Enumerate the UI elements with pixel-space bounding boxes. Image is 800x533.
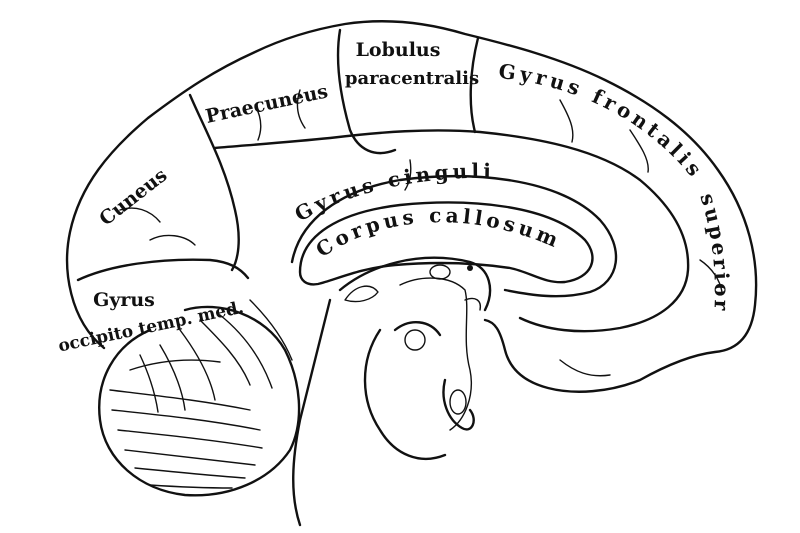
midbrain-tectum: [393, 321, 442, 337]
anterior-commissure: [464, 297, 482, 311]
third-ventricle: [399, 277, 472, 431]
calcarine-sulcus: [76, 258, 250, 282]
marginal-sulcus: [336, 28, 397, 155]
pons: [363, 328, 447, 460]
mammillary-body: [404, 329, 426, 351]
cerebellum-outline: [98, 305, 301, 497]
optic-chiasm: [449, 389, 467, 415]
label-superior: superior: [695, 190, 734, 313]
label-paracentralis: paracentralis: [345, 68, 479, 89]
interthalamic-adhesion: [429, 264, 451, 280]
label-cuneus: Cuneus: [95, 164, 171, 230]
fornix: [338, 256, 492, 312]
label-praecuneus: Praecuneus: [204, 80, 330, 127]
parieto-occipital-sulcus: [188, 93, 240, 272]
cingulate-sulcus: [213, 129, 690, 333]
pituitary-stalk: [442, 378, 475, 431]
label-lobulus: Lobulus: [356, 39, 441, 61]
corpus-callosum: [298, 201, 594, 286]
brainstem: [292, 298, 332, 527]
pineal-region: [344, 285, 379, 303]
foramen-dot: [467, 265, 473, 271]
label-gyrus-occipital: Gyrus: [93, 289, 155, 311]
hemisphere-outline: [65, 20, 758, 393]
label-gyrus-frontalis: Gyrus frontalis: [497, 59, 709, 184]
paracentral-sulcus: [469, 36, 480, 134]
callosal-sulcus: [290, 174, 618, 298]
cerebellar-folia: [109, 299, 293, 489]
minor-sulci: [119, 89, 723, 377]
